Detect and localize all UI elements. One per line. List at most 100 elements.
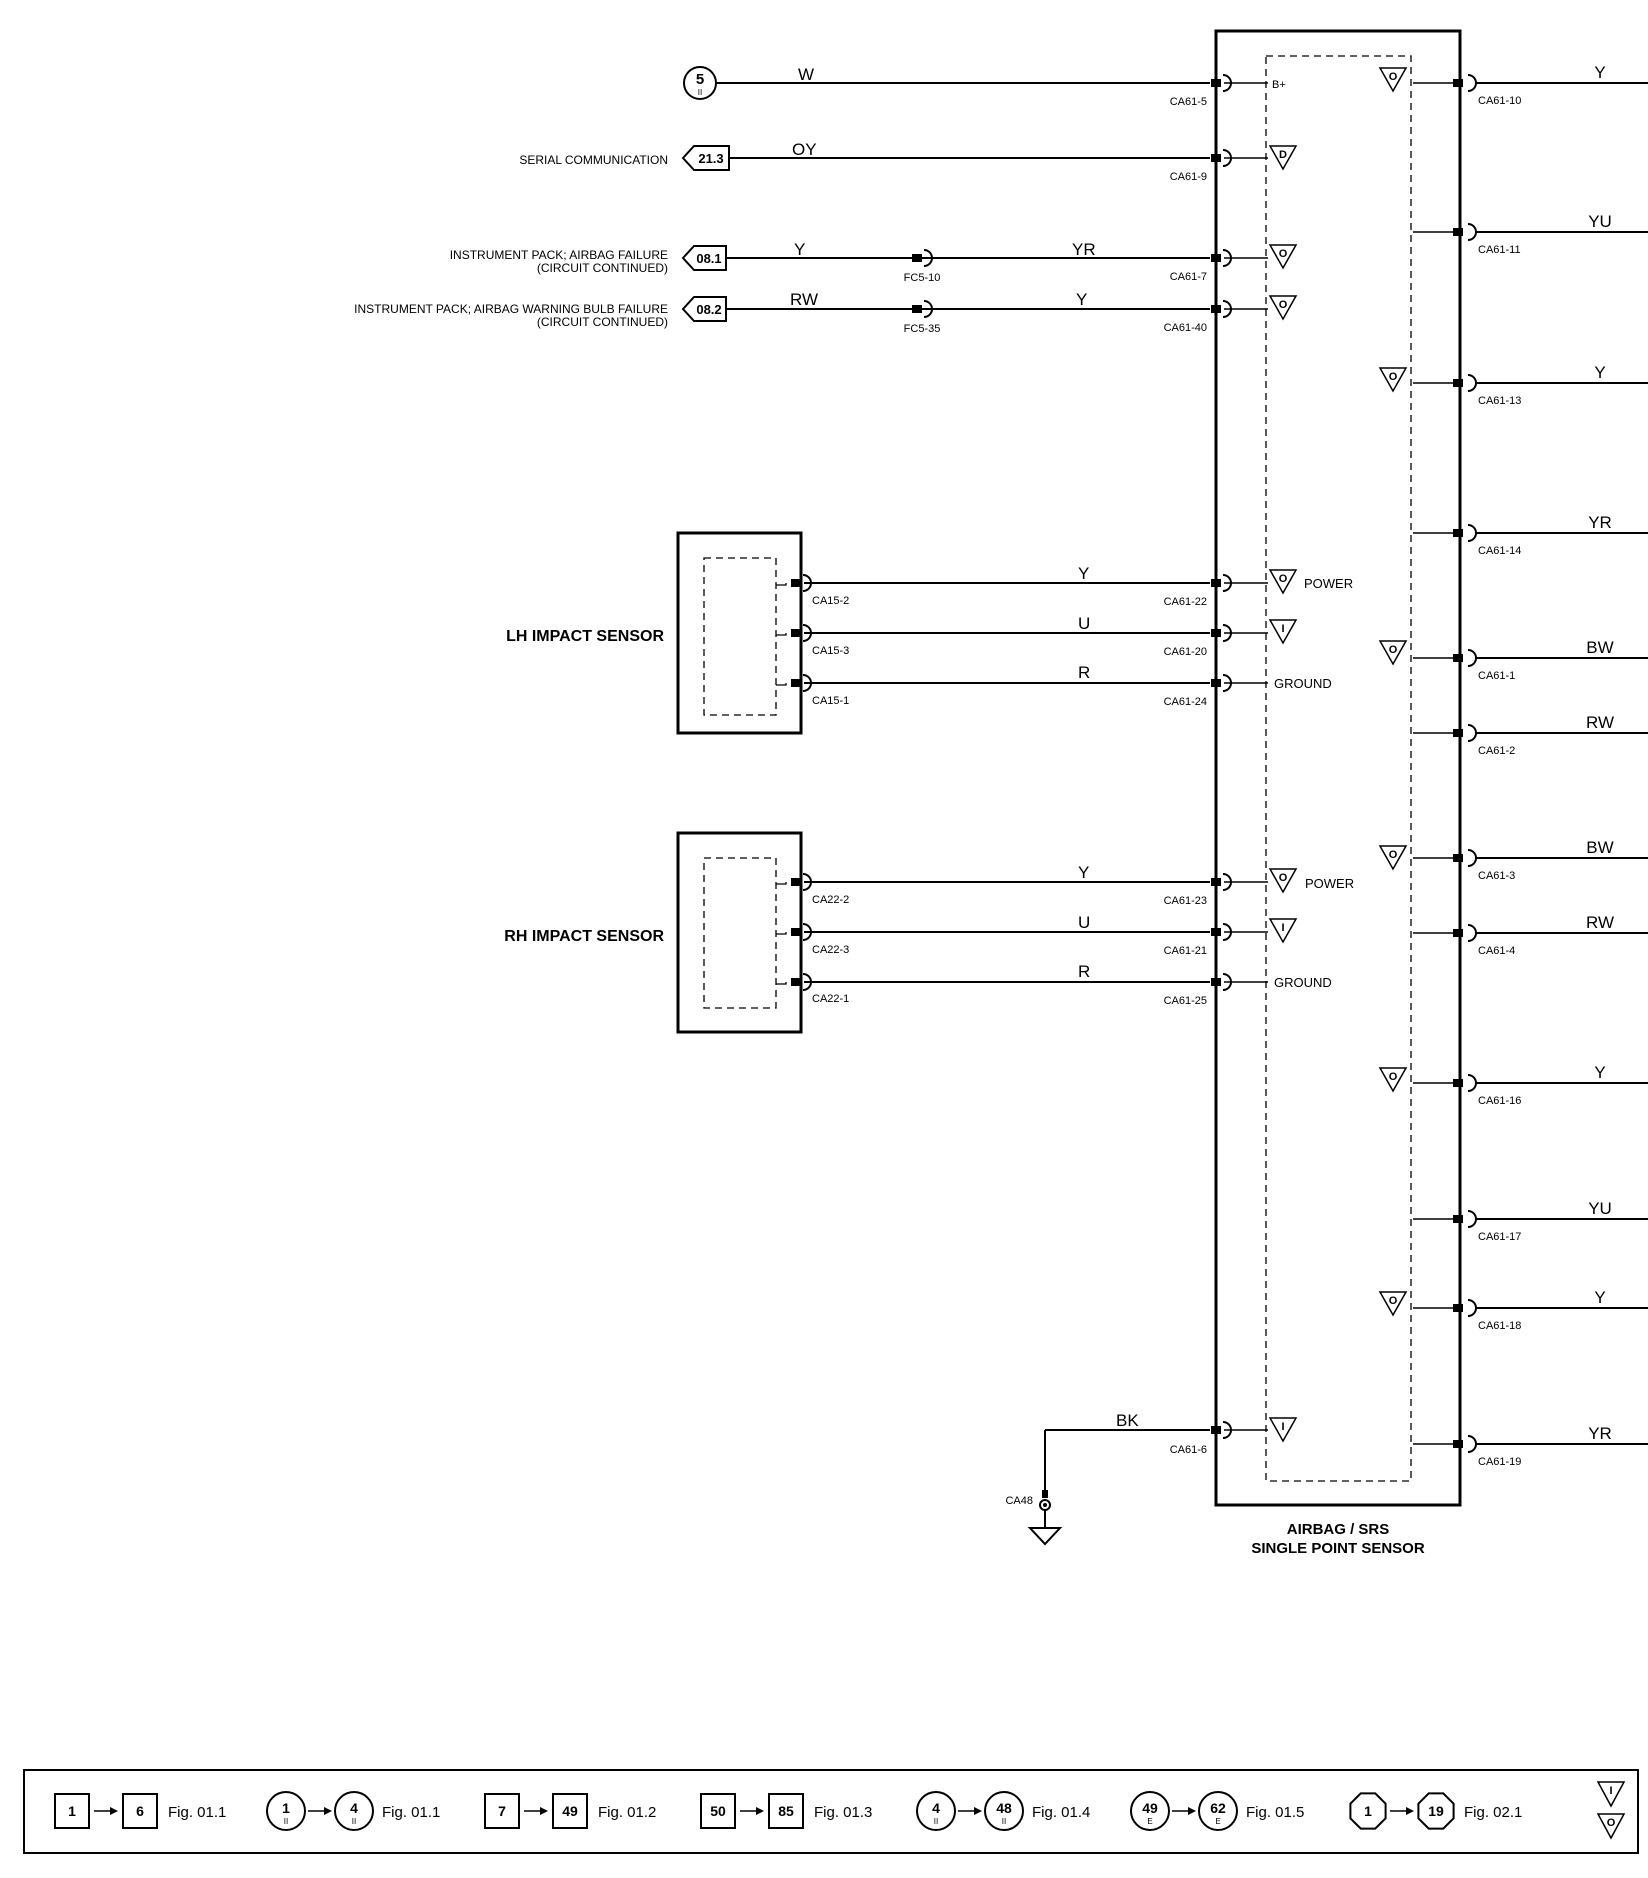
io-symbol: O — [1389, 849, 1398, 861]
wire-color-right: YR — [1072, 240, 1096, 259]
io-symbol: O — [1389, 71, 1398, 83]
airbag-srs-module: AIRBAG / SRS SINGLE POINT SENSOR — [1214, 29, 1462, 1557]
io-symbol: O — [1389, 371, 1398, 383]
legend-to: 4 — [350, 1800, 358, 1816]
pin-id: CA61-24 — [1164, 696, 1207, 708]
module-title-line1: AIRBAG / SRS — [1287, 1521, 1390, 1538]
sensor-pin-id: CA15-2 — [812, 595, 849, 607]
pin-id: CA61-7 — [1170, 271, 1207, 283]
pin-id: CA61-5 — [1170, 96, 1207, 108]
legend-to: 49 — [562, 1803, 578, 1819]
wire-color: R — [1078, 663, 1090, 682]
output-wires: YCA61-10OYUCA61-11YCA61-13OYRCA61-14BWCA… — [1378, 63, 1648, 1468]
wire-color: Y — [1078, 564, 1089, 583]
pin-id: CA61-11 — [1478, 244, 1521, 256]
wire-color-left: RW — [790, 290, 818, 309]
wire-color: BK — [1116, 1411, 1139, 1430]
legend-figure-ref: Fig. 01.3 — [814, 1804, 872, 1821]
wire-color: W — [798, 65, 814, 84]
wire-color: OY — [792, 140, 817, 159]
sensor-pin-id: CA22-2 — [812, 894, 849, 906]
pin-id: CA61-2 — [1478, 745, 1515, 757]
legend-from-sub: II — [934, 1817, 938, 1826]
ref-tag: 08.2 — [696, 302, 721, 317]
legend-to-sub: II — [352, 1817, 356, 1826]
pin-id: CA61-6 — [1170, 1444, 1207, 1456]
connection-label: SERIAL COMMUNICATION — [519, 153, 668, 167]
legend-io-symbols: I O — [1596, 1781, 1626, 1840]
legend-to: 48 — [996, 1800, 1012, 1816]
pin-id: CA61-1 — [1478, 670, 1515, 682]
wire-color: YR — [1588, 513, 1612, 532]
sensor-pin-id: CA22-1 — [812, 993, 849, 1005]
sensor-pin-id: CA22-3 — [812, 944, 849, 956]
legend-from: 50 — [710, 1803, 726, 1819]
pin-id: CA61-25 — [1164, 995, 1207, 1007]
sensor-wire-row: CA15-2 Y CA61-22 O POWER — [776, 564, 1353, 608]
pin-id: CA61-23 — [1164, 895, 1207, 907]
legend-from-sub: II — [284, 1817, 288, 1826]
legend-symbol-output: O — [1607, 1817, 1616, 1829]
connection-label-line2: (CIRCUIT CONTINUED) — [537, 315, 668, 329]
io-symbol: O — [1279, 299, 1288, 311]
ref-tag: 08.1 — [696, 251, 721, 266]
pin-label: POWER — [1305, 876, 1354, 891]
sensor-pin-id: CA15-1 — [812, 695, 849, 707]
pin-id: CA61-22 — [1164, 596, 1207, 608]
legend-figure-ref: Fig. 01.2 — [598, 1804, 656, 1821]
ref-sub: II — [698, 88, 702, 97]
legend-figure-ref: Fig. 01.1 — [382, 1804, 440, 1821]
pin-label: POWER — [1304, 576, 1353, 591]
legend-figure-ref: Fig. 01.5 — [1246, 1804, 1304, 1821]
legend-to: 6 — [136, 1803, 144, 1819]
wire-color: BW — [1586, 838, 1613, 857]
io-symbol: O — [1279, 872, 1288, 884]
legend-to-sub: E — [1215, 1817, 1220, 1826]
pin-label: GROUND — [1274, 676, 1332, 691]
wire-color: Y — [1594, 1063, 1605, 1082]
pin-id: CA61-3 — [1478, 870, 1515, 882]
ground-symbol-icon — [1027, 1490, 1063, 1546]
io-symbol: O — [1389, 1071, 1398, 1083]
wire-color: R — [1078, 962, 1090, 981]
wire-color: Y — [1594, 363, 1605, 382]
module-title-line2: SINGLE POINT SENSOR — [1251, 1540, 1425, 1557]
lh-impact-sensor: LH IMPACT SENSOR CA15-2 Y CA61-22 O POWE… — [506, 531, 1353, 735]
splice-id: FC5-10 — [904, 272, 941, 284]
io-symbol: O — [1279, 248, 1288, 260]
wire-color: U — [1078, 614, 1090, 633]
rh-impact-sensor: RH IMPACT SENSOR CA22-2 Y CA61-23 O POWE… — [504, 831, 1354, 1034]
legend-from: 4 — [932, 1800, 940, 1816]
sensor-wire-row: CA22-2 Y CA61-23 O POWER — [776, 863, 1354, 907]
wire-color: Y — [1594, 63, 1605, 82]
pin-id: CA61-20 — [1164, 646, 1207, 658]
ground-connection: BK CA61-6 I CA48 — [1005, 1411, 1298, 1546]
legend-from-sub: E — [1147, 1817, 1152, 1826]
legend-figure-ref: Fig. 01.4 — [1032, 1804, 1090, 1821]
wire-color: Y — [1078, 863, 1089, 882]
output-wire-row: BW CA61-3 O — [1378, 838, 1648, 882]
pin-label: B+ — [1272, 79, 1286, 91]
splice-id: FC5-35 — [904, 323, 941, 335]
legend-from: 1 — [1364, 1803, 1372, 1819]
legend-to-sub: II — [1002, 1817, 1006, 1826]
wire-color: YR — [1588, 1424, 1612, 1443]
legend-to: 85 — [778, 1803, 794, 1819]
legend-from: 1 — [68, 1803, 76, 1819]
wire-color: YU — [1588, 1199, 1612, 1218]
legend-to: 62 — [1210, 1800, 1226, 1816]
pin-id: CA61-18 — [1478, 1320, 1521, 1332]
pin-id: CA61-19 — [1478, 1456, 1521, 1468]
sensor-wire-row: CA15-3 U CA61-20 I — [776, 614, 1298, 658]
legend-item: 50 85 Fig. 01.3 — [700, 1793, 872, 1829]
